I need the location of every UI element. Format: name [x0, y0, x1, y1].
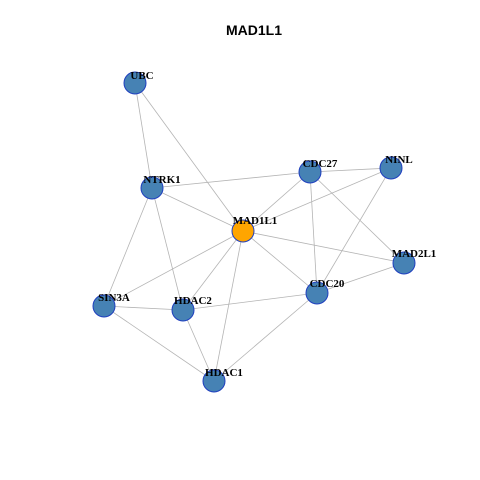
edge-cdc20-hdac1 [213, 292, 318, 382]
edge-hdac2-hdac1 [182, 309, 215, 382]
edge-mad1l1-hdac2 [182, 230, 244, 311]
edge-mad2l1-cdc20 [316, 262, 405, 294]
edge-ninl-mad1l1 [242, 167, 392, 232]
node-cdc27[interactable] [298, 160, 322, 184]
node-layer [92, 71, 416, 393]
node-ntrk1[interactable] [140, 176, 164, 200]
node-sin3a[interactable] [92, 294, 116, 318]
node-label-mad2l1: MAD2L1 [392, 248, 437, 260]
node-mad1l1[interactable] [231, 219, 255, 243]
node-label-hdac2: HDAC2 [174, 295, 212, 307]
edge-mad1l1-sin3a [103, 230, 244, 307]
edge-ubc-ntrk1 [134, 82, 153, 189]
node-label-ubc: UBC [130, 70, 153, 82]
node-cdc20[interactable] [305, 281, 329, 305]
edge-sin3a-hdac1 [103, 305, 215, 382]
edge-ninl-cdc20 [316, 167, 392, 294]
node-ubc[interactable] [123, 71, 147, 95]
edge-cdc27-cdc20 [309, 171, 318, 294]
edge-cdc20-hdac2 [182, 292, 318, 311]
edge-mad1l1-cdc20 [242, 230, 318, 294]
edge-cdc27-mad1l1 [242, 171, 311, 232]
diagram-title: MAD1L1 [226, 22, 282, 38]
edge-ntrk1-hdac2 [151, 187, 184, 311]
node-label-cdc27: CDC27 [303, 158, 338, 170]
edge-ntrk1-mad1l1 [151, 187, 244, 232]
edge-cdc27-mad2l1 [309, 171, 405, 264]
edge-mad1l1-mad2l1 [242, 230, 405, 264]
node-label-mad1l1: MAD1L1 [233, 215, 278, 227]
node-label-cdc20: CDC20 [310, 278, 345, 290]
edge-ubc-mad1l1 [134, 82, 244, 232]
node-mad2l1[interactable] [392, 251, 416, 275]
edge-mad1l1-hdac1 [213, 230, 244, 382]
edge-ntrk1-sin3a [103, 187, 153, 307]
edge-sin3a-hdac2 [103, 305, 184, 311]
node-hdac1[interactable] [202, 369, 226, 393]
node-ninl[interactable] [379, 156, 403, 180]
edge-layer [103, 82, 405, 382]
edge-cdc27-ninl [309, 167, 392, 173]
node-label-ninl: NINL [385, 154, 413, 166]
node-hdac2[interactable] [171, 298, 195, 322]
node-label-ntrk1: NTRK1 [143, 174, 180, 186]
node-label-hdac1: HDAC1 [205, 367, 243, 379]
node-label-sin3a: SIN3A [98, 292, 130, 304]
edge-ntrk1-cdc27 [151, 171, 311, 189]
